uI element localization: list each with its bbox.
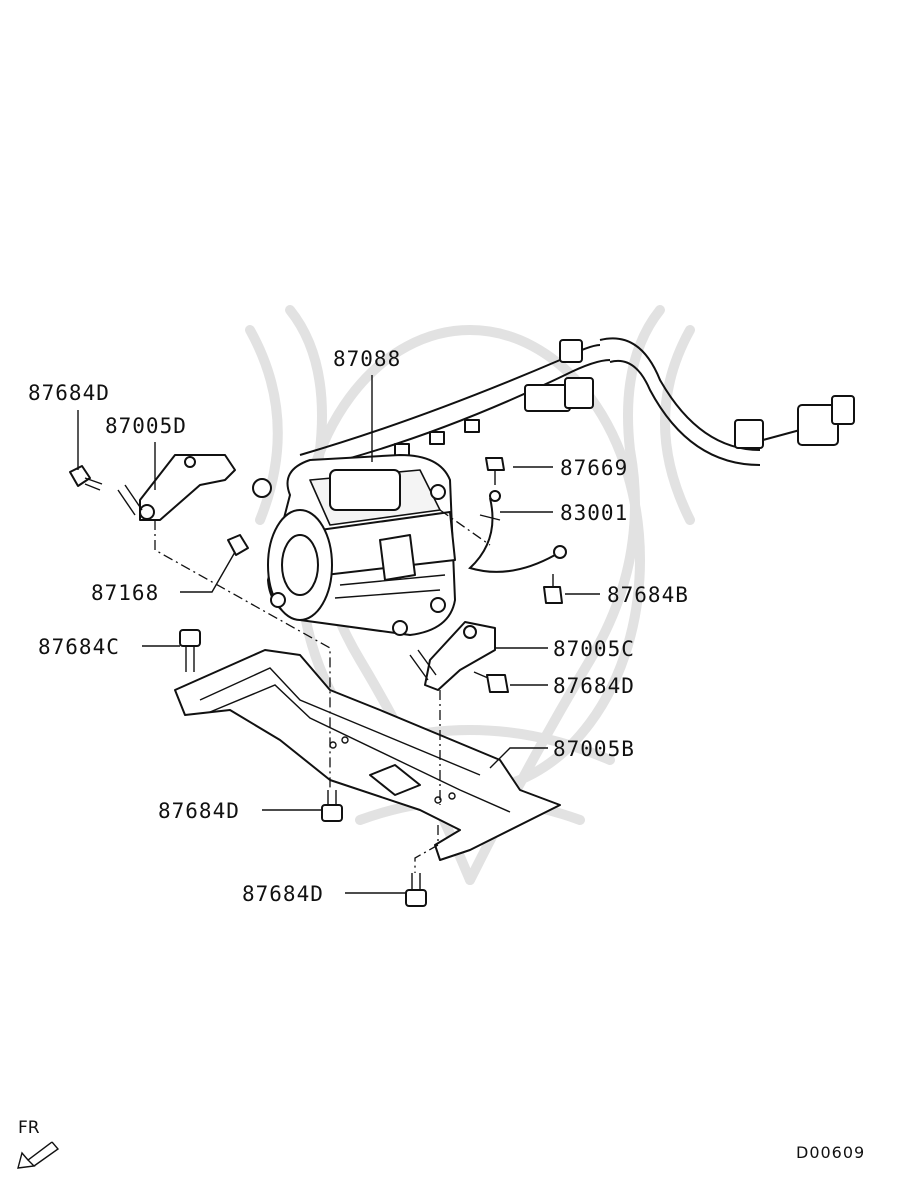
electric-compressor — [252, 454, 456, 636]
label-87005d: 87005D — [105, 414, 187, 438]
front-orientation-indicator: FR — [17, 1118, 60, 1169]
label-87684d-top: 87684D — [28, 381, 110, 405]
bolt-87684d-mid — [321, 790, 343, 822]
label-87684b: 87684B — [607, 583, 689, 607]
label-87669: 87669 — [560, 456, 628, 480]
label-87005c: 87005C — [553, 637, 635, 661]
label-87684c: 87684C — [38, 635, 120, 659]
label-87088: 87088 — [333, 347, 401, 371]
ground-cable — [468, 490, 567, 573]
bracket-87005d — [117, 454, 236, 521]
bolt-87684d-bottom — [405, 873, 427, 907]
part-number-labels: 87088 87684D 87005D 87669 83001 87168 87… — [28, 347, 689, 906]
label-83001: 83001 — [560, 501, 628, 525]
front-arrow-icon — [17, 1141, 60, 1169]
bolt-87669 — [485, 457, 505, 485]
label-87005b: 87005B — [553, 737, 635, 761]
bolt-87684d-right — [473, 671, 509, 693]
diagram-code: D00609 — [796, 1143, 865, 1162]
crossmember-87005b — [174, 649, 561, 861]
wiring-harness — [299, 337, 855, 471]
leader-lines — [77, 375, 600, 894]
bolt-87168 — [227, 534, 249, 556]
bolt-87684c — [179, 629, 201, 672]
front-label: FR — [18, 1118, 40, 1138]
label-87168: 87168 — [91, 581, 159, 605]
label-87684d-bottom: 87684D — [242, 882, 324, 906]
label-87684d-right: 87684D — [553, 674, 635, 698]
bolt-87684d-top — [69, 465, 103, 491]
label-87684d-mid: 87684D — [158, 799, 240, 823]
bracket-87005c — [409, 621, 496, 691]
bolt-87684b — [543, 574, 563, 604]
alignment-lines — [154, 509, 491, 873]
